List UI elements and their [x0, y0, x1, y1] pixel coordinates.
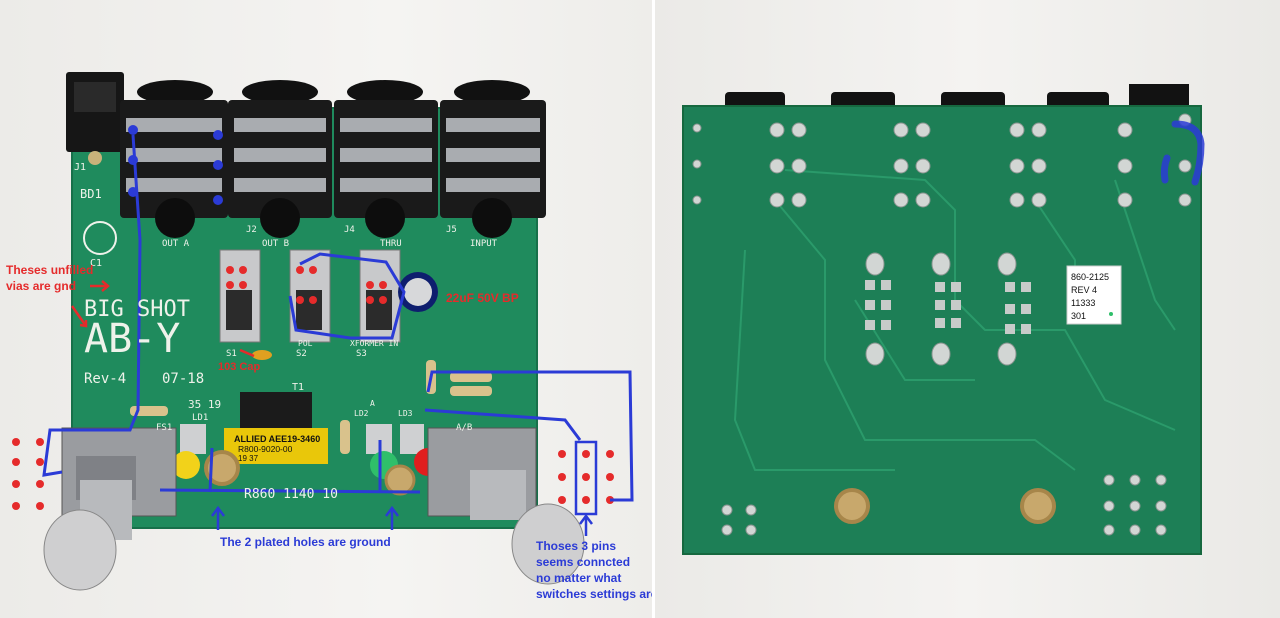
- silk-j1: J1: [74, 162, 86, 173]
- sticker-line2: REV 4: [1071, 285, 1097, 295]
- silk-input: INPUT: [470, 239, 498, 249]
- traced-connections: [42, 134, 634, 502]
- mounting-hole-left: [204, 450, 240, 486]
- rev-sticker: 860-2125 REV 4 11333 301: [1066, 265, 1122, 325]
- mounting-hole-right: [384, 464, 416, 496]
- revision: Rev-4: [84, 371, 126, 387]
- transformer-label-1: ALLIED AEE19-3460: [234, 434, 320, 444]
- photo-divider: [652, 0, 655, 618]
- silk-s3: S3: [356, 349, 367, 359]
- jack-thru: [334, 80, 438, 238]
- brand-line2: AB-Y: [84, 316, 180, 362]
- pcb-back-drawing: 860-2125 REV 4 11333 301: [682, 84, 1205, 555]
- pins-note-1: Thoses 3 pins: [536, 539, 616, 553]
- silk-j4: J4: [344, 225, 355, 235]
- jack-input: [440, 80, 546, 238]
- ground-holes-note: The 2 plated holes are ground: [220, 535, 391, 549]
- silk-xformer-in: XFORMER IN: [350, 339, 398, 348]
- board-code: R860 1140 10: [244, 487, 338, 502]
- led-ld1-yellow: [172, 451, 200, 479]
- silk-j5: J5: [446, 225, 457, 235]
- brand-line1: BIG SHOT: [84, 297, 190, 322]
- pins-note-3: no matter what: [536, 571, 621, 585]
- dc-power-jack: [66, 72, 124, 165]
- footswitch-left: [43, 427, 177, 591]
- slide-switches: [219, 249, 401, 343]
- led-ld1-holder: [180, 424, 206, 454]
- cap-note: 22uF 50V BP: [446, 291, 519, 305]
- cap103-note: 103 Cap: [218, 361, 260, 373]
- silk-j2: J2: [246, 225, 257, 235]
- date-code: 07-18: [162, 371, 204, 387]
- silk-s2: S2: [296, 349, 307, 359]
- jack-out-b: [228, 80, 332, 238]
- transformer-label-3: 19 37: [238, 454, 259, 463]
- pins-note-2: seems conncted: [536, 555, 630, 569]
- silk-out-a: OUT A: [162, 239, 190, 249]
- pcb-front-photo: J1 BD1 C1 OUT A J2 OUT B J4 THRU J5 INPU…: [0, 0, 652, 618]
- silk-t1: T1: [292, 382, 304, 393]
- silk-ld3: LD3: [398, 409, 413, 418]
- ground-hole-arrows: [211, 505, 593, 536]
- switch-annotation-dots: [226, 266, 387, 304]
- back-mounting-hole-left: [834, 488, 870, 524]
- gnd-vias-note-2: vias are gnd: [6, 279, 76, 293]
- transformer-label-2: R800-9020-00: [238, 444, 293, 454]
- pins-note-4: switches settings are: [536, 587, 652, 601]
- silk-c1: C1: [90, 258, 102, 269]
- capacitor-c1: [83, 221, 117, 255]
- back-mounting-hole-right: [1020, 488, 1056, 524]
- gnd-vias-note-1: Theses unfilled: [6, 263, 93, 277]
- silk-pol: POL: [298, 339, 313, 348]
- led-ld3-holder: [400, 424, 424, 454]
- silk-out-b: OUT B: [262, 239, 289, 249]
- jack-out-a: [120, 80, 228, 238]
- silk-ab: A/B: [456, 423, 472, 433]
- gnd-via-arrows: [70, 280, 255, 358]
- sticker-line4: 301: [1071, 311, 1086, 321]
- audio-jacks: [120, 80, 546, 238]
- silk-thru: THRU: [380, 239, 402, 249]
- pcb-back-photo: 860-2125 REV 4 11333 301: [655, 0, 1280, 618]
- small-code: 35 19: [188, 398, 221, 411]
- transformer-t1: [224, 392, 328, 464]
- back-annotation-marks: [1160, 120, 1205, 186]
- footswitch-annotation-dots: [12, 438, 614, 510]
- silk-a: A: [370, 399, 375, 408]
- back-traces: [733, 169, 1176, 471]
- pcb-front-drawing: J1 BD1 C1 OUT A J2 OUT B J4 THRU J5 INPU…: [6, 72, 652, 601]
- silk-ld2: LD2: [354, 409, 369, 418]
- silk-fs1: FS1: [156, 423, 172, 433]
- silk-bd1: BD1: [80, 187, 102, 201]
- back-smd-pads: [865, 280, 1031, 334]
- ceramic-capacitor: [252, 350, 272, 360]
- footswitch-right: [427, 427, 585, 585]
- back-solder-pads: [692, 113, 1192, 536]
- sticker-line1: 860-2125: [1071, 272, 1109, 282]
- silk-s1: S1: [226, 349, 237, 359]
- electrolytic-capacitor: [398, 272, 438, 312]
- sticker-line3: 11333: [1071, 298, 1095, 308]
- silk-ld1: LD1: [192, 413, 208, 423]
